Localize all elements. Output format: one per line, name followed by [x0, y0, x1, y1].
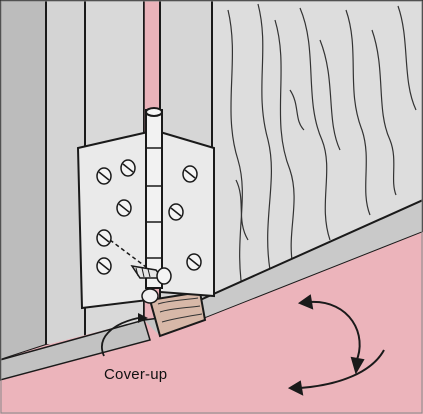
bottom-screw: [142, 289, 158, 303]
left-wall: [0, 0, 46, 360]
hinge-leaf-jamb: [78, 132, 148, 308]
cover-up-label: Cover-up: [104, 366, 167, 383]
hinge-pin-top: [146, 108, 162, 116]
hinge-barrel: [146, 110, 162, 288]
